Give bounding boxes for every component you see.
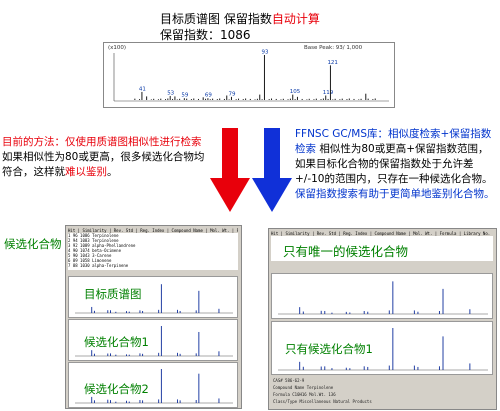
- right-info-class: Class/Type Miscellaneous Natural Product…: [273, 399, 372, 404]
- peak-label: 119: [323, 90, 334, 96]
- blue-arrow-head: [252, 178, 292, 212]
- left-hit-table: Hit | Similarity | Rev. Std | Reg. Index…: [68, 228, 238, 270]
- right-target-spectrum: [271, 273, 493, 319]
- blue-arrow-shaft: [264, 128, 280, 180]
- red-arrow-shaft: [222, 128, 238, 180]
- right-cand1-label: 只有候选化合物1: [285, 341, 373, 357]
- peak-label: 121: [327, 60, 338, 66]
- left-row-1: 1 96 1086 Terpinolene: [68, 233, 119, 238]
- left-method: 目前的方法：仅使用质谱图相似性进行检索: [2, 136, 202, 148]
- left-end: 。: [107, 166, 118, 178]
- left-row-4: 4 90 1074 beta-Ocimene: [68, 248, 121, 253]
- right-benefit: 保留指数搜索有助于更简单地鉴别化合物。: [295, 188, 495, 200]
- peak-label: 69: [205, 93, 212, 99]
- left-table-header: Hit | Similarity | Rev. Std | Reg. Index…: [68, 228, 238, 233]
- left-target-label: 目标质谱图: [84, 286, 142, 302]
- right-method: FFNSC GC/MS库：相似度检索+保留指数检索: [295, 128, 492, 155]
- right-table-header: Hit | Similarity | Rev. Std | Reg. Index…: [271, 231, 493, 236]
- right-info-cas: CAS# 586-62-9: [273, 378, 305, 383]
- left-description: 目前的方法：仅使用质谱图相似性进行检索 如果相似性为80或更高，很多候选化合物均…: [2, 135, 212, 180]
- header-line1: 目标质谱图 保留指数自动计算: [160, 12, 320, 26]
- candidates-label: 候选化合物: [4, 237, 62, 251]
- left-row-2: 2 94 1083 Terpinolene: [68, 238, 119, 243]
- left-row-3: 3 92 1089 alpha-Phellandrene: [68, 243, 136, 248]
- red-arrow: [210, 128, 250, 212]
- right-info-name: Compound Name Terpinolene: [273, 385, 334, 390]
- left-row-7: 7 88 1030 alpha-Terpinene: [68, 263, 129, 268]
- right-description: FFNSC GC/MS库：相似度检索+保留指数检索 相似性为80或更高+保留指数…: [295, 127, 495, 202]
- right-info: CAS# 586-62-9 Compound Name Terpinolene …: [273, 377, 372, 405]
- peak-label: 59: [181, 93, 188, 99]
- target-spectrum: (x100) Base Peak: 93/ 1,000 41 53 59 69 79 93…: [103, 42, 395, 108]
- peak-label: 93: [261, 50, 268, 56]
- right-result-window: Hit | Similarity | Rev. Std | Reg. Index…: [268, 228, 497, 410]
- peak-label: 79: [228, 91, 235, 97]
- peak-label: 41: [139, 86, 146, 92]
- target-spectrum-plot: (x100) Base Peak: 93/ 1,000 41 53 59 69 79 93…: [108, 45, 389, 102]
- left-row-5: 5 90 1043 3-Carene: [68, 253, 112, 258]
- right-hit-table: Hit | Similarity | Rev. Std | Reg. Index…: [271, 231, 493, 261]
- left-result-window: Hit | Similarity | Rev. Std | Reg. Index…: [65, 225, 242, 409]
- scale-label: (x100): [108, 45, 126, 51]
- left-hard: 难以鉴别: [65, 166, 107, 178]
- right-body: 相似性为80或更高+保留指数范围，如果目标化合物的保留指数处于允许差+/-10的…: [295, 143, 493, 185]
- left-cand1-label: 候选化合物1: [84, 334, 149, 350]
- left-cand2-label: 候选化合物2: [84, 381, 149, 397]
- red-arrow-head: [210, 178, 250, 212]
- left-row-6: 6 89 1058 Limonene: [68, 258, 112, 263]
- base-peak-label: Base Peak: 93/ 1,000: [304, 45, 363, 51]
- header-line2: 保留指数：1086: [160, 28, 251, 42]
- header-red: 自动计算: [271, 12, 320, 26]
- right-unique-label: 只有唯一的候选化合物: [283, 244, 409, 259]
- header-black: 目标质谱图 保留指数: [160, 12, 272, 26]
- blue-arrow: [252, 128, 292, 212]
- peak-label: 105: [290, 89, 301, 95]
- left-body: 如果相似性为80或更高，很多候选化合物均符合，这样就: [2, 151, 205, 178]
- right-info-formula: Formula C10H16 Mol.Wt. 136: [273, 392, 336, 397]
- peak-label: 53: [167, 90, 174, 96]
